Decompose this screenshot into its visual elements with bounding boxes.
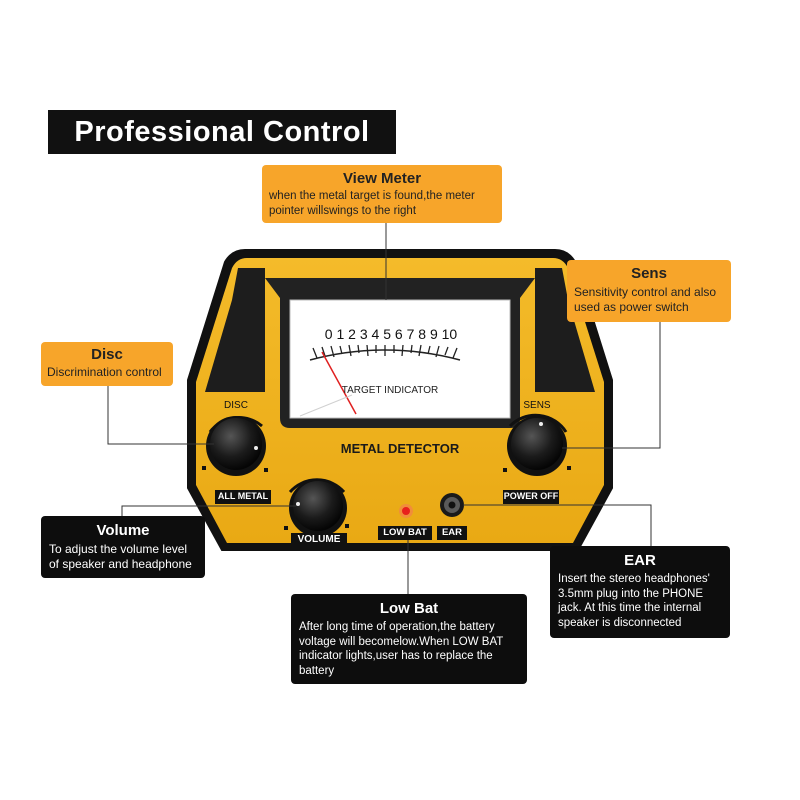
disc-knob: [210, 418, 262, 470]
volume-label: VOLUME: [297, 534, 341, 545]
leader-lines: [107, 222, 661, 594]
callout-volume-title: Volume: [96, 522, 150, 539]
disc-knob-dot: [254, 446, 258, 450]
all-metal-pill: [215, 490, 271, 504]
sens-knob: [511, 418, 563, 470]
all-metal-label: ALL METAL: [217, 491, 269, 501]
callout-volume-desc: To adjust the volume level of speaker an…: [49, 542, 192, 571]
meter-caption: TARGET INDICATOR: [341, 385, 439, 396]
sens-tick-right: [567, 466, 571, 470]
callout-view-meter-desc: when the metal target is found,the meter…: [269, 190, 475, 217]
disc-tick-right: [264, 468, 268, 472]
sens-tick-left: [503, 468, 507, 472]
ear-label: EAR: [441, 527, 463, 538]
leader-sens: [562, 322, 661, 449]
sens-label: SENS: [523, 400, 551, 411]
meter-needle: [321, 351, 357, 415]
ear-jack-hole: [448, 501, 456, 509]
power-off-pill: [503, 490, 559, 504]
ear-pill: [437, 526, 467, 540]
volume-tick-right: [345, 524, 349, 528]
meter-needle-shadow: [299, 394, 353, 417]
sens-ring: [508, 413, 568, 433]
callout-sens: Sens Sensitivity control and also used a…: [567, 260, 731, 322]
callout-ear-title: EAR: [624, 552, 656, 569]
page-title: Professional Control Box: [74, 116, 370, 192]
leader-disc: [107, 386, 214, 445]
callout-disc-title: Disc: [91, 346, 123, 363]
left-shoulder: [205, 268, 265, 392]
low-bat-label: LOW BAT: [383, 527, 427, 538]
callout-disc-desc: Discrimination control: [47, 365, 162, 379]
callout-ear-desc: Insert the stereo headphones' 3.5mm plug…: [558, 573, 710, 629]
callout-disc: Disc Discrimination control: [41, 342, 173, 386]
callout-volume: Volume To adjust the volume level of spe…: [41, 516, 205, 578]
callout-sens-title: Sens: [631, 265, 667, 282]
callout-low-bat: Low Bat After long time of operation,the…: [291, 594, 527, 684]
meter-arc: [309, 349, 461, 361]
callout-sens-desc: Sensitivity control and also used as pow…: [574, 285, 717, 314]
volume-knob-dot: [296, 502, 300, 506]
leader-volume: [121, 505, 296, 516]
volume-tick-left: [284, 526, 288, 530]
callout-view-meter: View Meter when the metal target is foun…: [262, 165, 502, 223]
disc-label: DISC: [224, 400, 248, 411]
disc-tick-left: [202, 466, 206, 470]
callout-low-bat-desc: After long time of operation,the battery…: [299, 621, 504, 677]
leader-ear: [463, 504, 652, 546]
sens-knob-dot: [539, 422, 543, 426]
brand-label: METAL DETECTOR: [340, 441, 460, 456]
title-bar: [48, 110, 396, 154]
low-bat-led: [402, 507, 410, 515]
volume-knob: [293, 481, 343, 531]
right-shoulder: [535, 268, 595, 392]
callout-low-bat-title: Low Bat: [379, 600, 439, 617]
callout-ear: EAR Insert the stereo headphones' 3.5mm …: [550, 546, 730, 638]
volume-pill: [291, 533, 347, 547]
meter-face: [289, 299, 511, 419]
power-off-label: POWER OFF: [503, 491, 559, 501]
callout-view-meter-title: View Meter: [342, 170, 422, 187]
meter-scale-numbers: 0 1 2 3 4 5 6 7 8 9 10: [324, 326, 458, 342]
low-bat-pill: [378, 526, 432, 540]
